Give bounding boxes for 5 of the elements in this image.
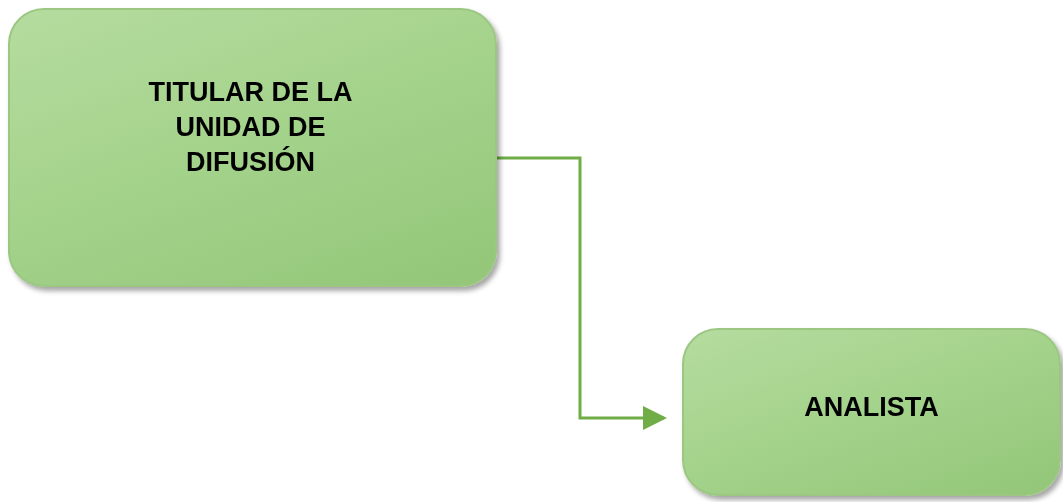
box-label: ANALISTA <box>803 391 940 425</box>
rounded-box <box>8 8 497 287</box>
box-label: TITULAR DE LA UNIDAD DE DIFUSIÓN <box>147 75 354 180</box>
rounded-box <box>682 328 1061 496</box>
connector-arrow <box>497 156 667 430</box>
